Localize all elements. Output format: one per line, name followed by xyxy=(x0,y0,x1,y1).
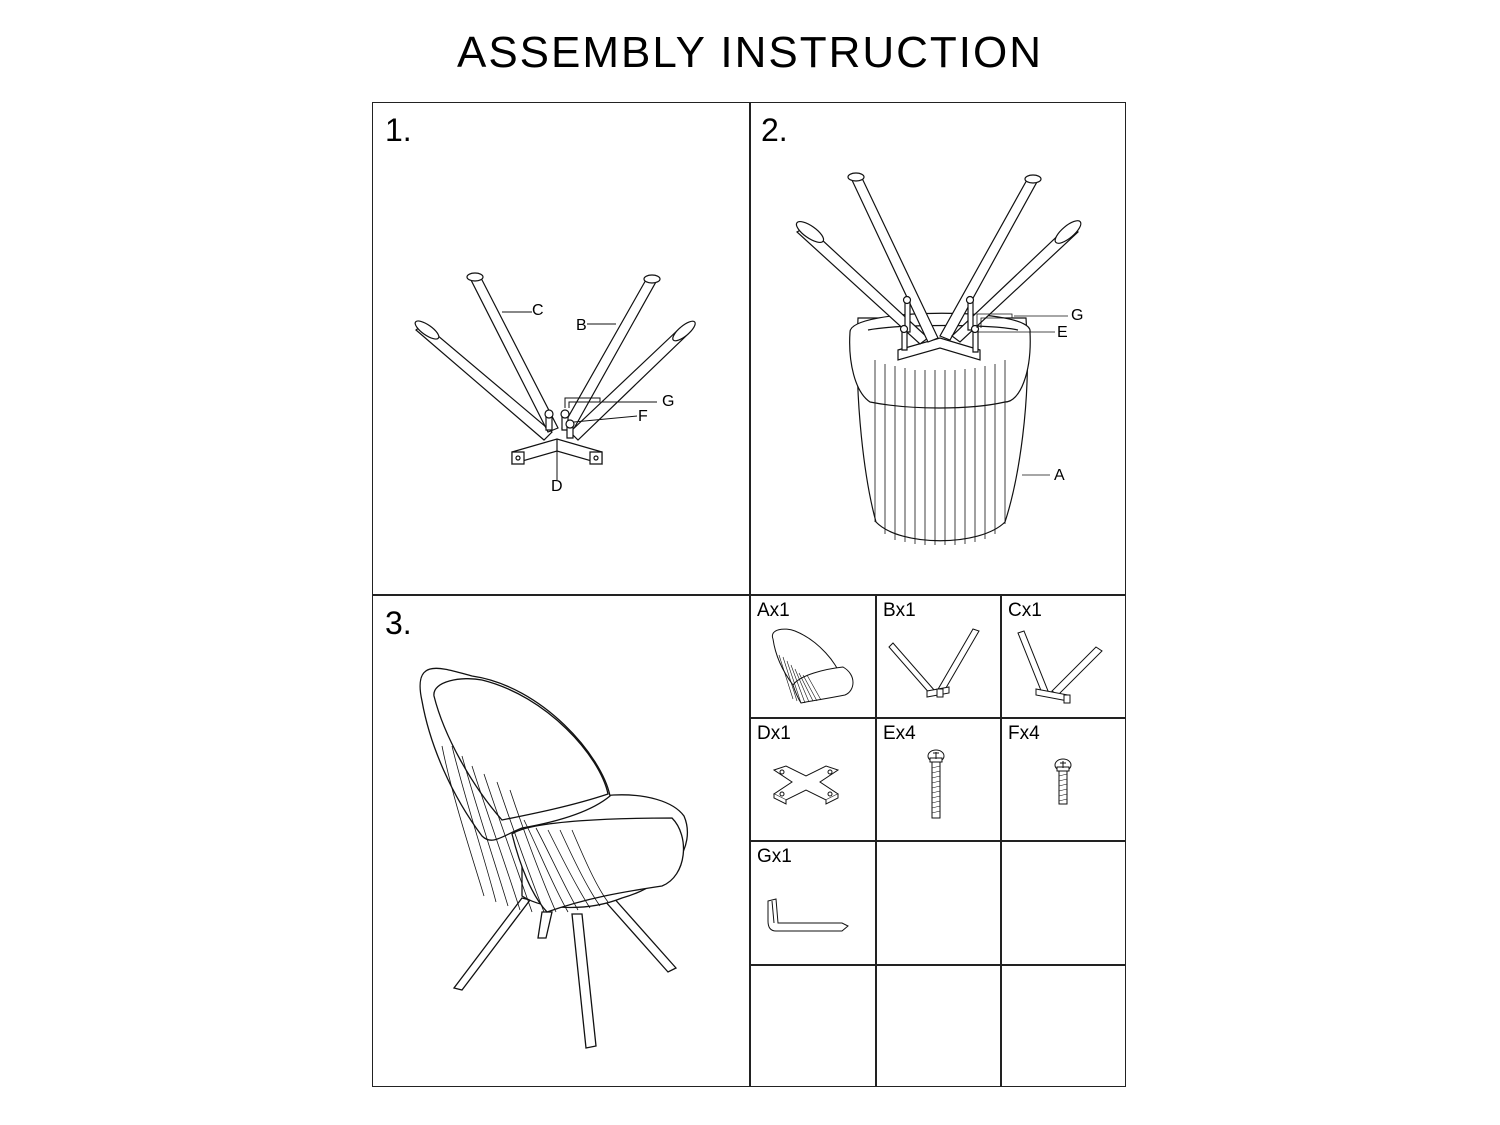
leg-frame-b-icon xyxy=(885,625,985,710)
part-label-a: Ax1 xyxy=(757,600,790,621)
label-part-b: B xyxy=(576,317,587,334)
label-part-a: A xyxy=(1054,467,1065,484)
step-3-chair-diagram xyxy=(372,596,749,1086)
part-label-c: Cx1 xyxy=(1008,600,1042,621)
label-part-f: F xyxy=(638,408,648,425)
label-part-g: G xyxy=(1071,307,1084,324)
step-1-number: 1. xyxy=(385,112,412,148)
allen-key-icon xyxy=(762,895,854,940)
parts-divider xyxy=(749,717,1126,719)
leg-frame-c-icon xyxy=(1012,625,1112,710)
short-bolt-icon xyxy=(1052,758,1074,808)
step-2-number: 2. xyxy=(761,112,788,148)
part-label-b: Bx1 xyxy=(883,600,916,621)
label-part-g: G xyxy=(662,393,675,410)
chair-seat-icon xyxy=(765,625,865,710)
part-label-d: Dx1 xyxy=(757,723,791,744)
grid-divider-horizontal xyxy=(372,594,1126,596)
label-part-d: D xyxy=(551,478,563,495)
part-label-f: Fx4 xyxy=(1008,723,1040,744)
part-label-g: Gx1 xyxy=(757,846,792,867)
step-1-diagram xyxy=(372,102,749,594)
parts-divider xyxy=(749,840,1126,842)
long-bolt-icon xyxy=(925,748,947,822)
label-part-e: E xyxy=(1057,324,1068,341)
label-part-c: C xyxy=(532,302,544,319)
step-3-number: 3. xyxy=(385,605,412,641)
part-label-e: Ex4 xyxy=(883,723,916,744)
parts-divider xyxy=(749,964,1126,966)
cross-plate-icon xyxy=(770,762,845,807)
page-title: ASSEMBLY INSTRUCTION xyxy=(456,28,1044,77)
step-2-diagram xyxy=(750,102,1126,594)
